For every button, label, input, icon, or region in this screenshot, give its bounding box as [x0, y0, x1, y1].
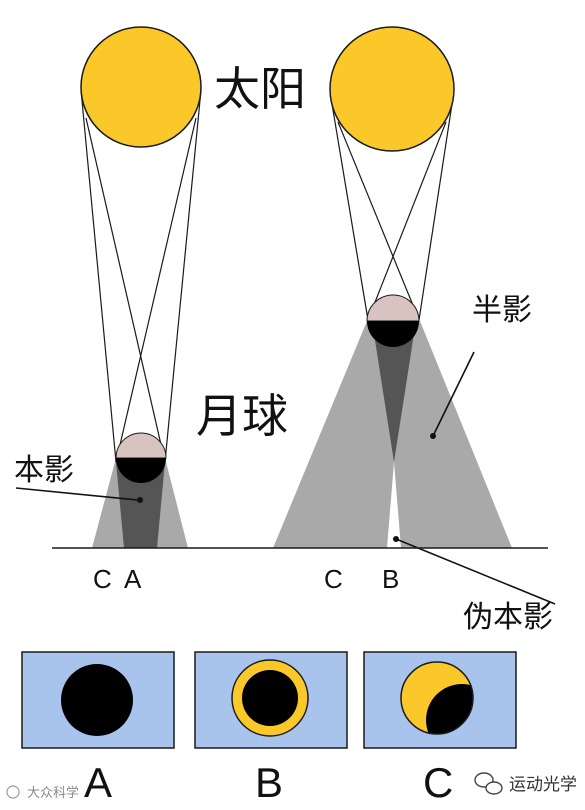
left-sun [80, 26, 202, 148]
panel-partial [363, 651, 517, 749]
right-moon [366, 294, 420, 347]
point-c-left: C [93, 564, 112, 594]
brand-text: 运动光学 [509, 775, 577, 795]
brand: 运动光学 [474, 772, 577, 795]
right-sun-rays [331, 103, 453, 321]
right-antumbra [387, 462, 401, 548]
left-umbra [116, 462, 165, 548]
antumbra-leader [395, 538, 556, 605]
left-sun-rays [80, 89, 202, 463]
antumbra-label: 伪本影 [463, 600, 553, 635]
panel-b-label: B [255, 759, 283, 806]
penumbra-leader [433, 351, 475, 435]
panel-a-label: A [84, 759, 112, 806]
panel-annular [194, 651, 348, 749]
penumbra-dot [430, 433, 436, 439]
point-a: A [124, 564, 142, 594]
panel-c-label: C [423, 759, 453, 806]
watermark-logo-icon [6, 785, 20, 799]
point-b: B [382, 564, 399, 594]
panel-total [21, 651, 175, 749]
panel-c-moon [426, 684, 473, 734]
sun-label: 太阳 [214, 62, 306, 116]
right-sun [329, 26, 455, 152]
right-umbra [372, 321, 416, 462]
left-diagram [15, 26, 202, 548]
umbra-leader [15, 487, 139, 501]
panel-c-sun-outline [400, 661, 474, 735]
moon-label: 月球 [196, 389, 288, 443]
penumbra-label: 半影 [472, 293, 532, 328]
umbra-label: 本影 [14, 453, 74, 488]
umbra-dot [137, 497, 143, 503]
left-moon [115, 432, 167, 483]
watermark-text: 大众科学 [27, 785, 79, 801]
wechat-icon [474, 772, 503, 795]
panel-b-moon [242, 670, 298, 726]
watermark: 大众科学 [6, 785, 79, 801]
panel-a-moon [61, 664, 133, 736]
right-diagram [273, 26, 556, 605]
point-c-right: C [324, 564, 343, 594]
